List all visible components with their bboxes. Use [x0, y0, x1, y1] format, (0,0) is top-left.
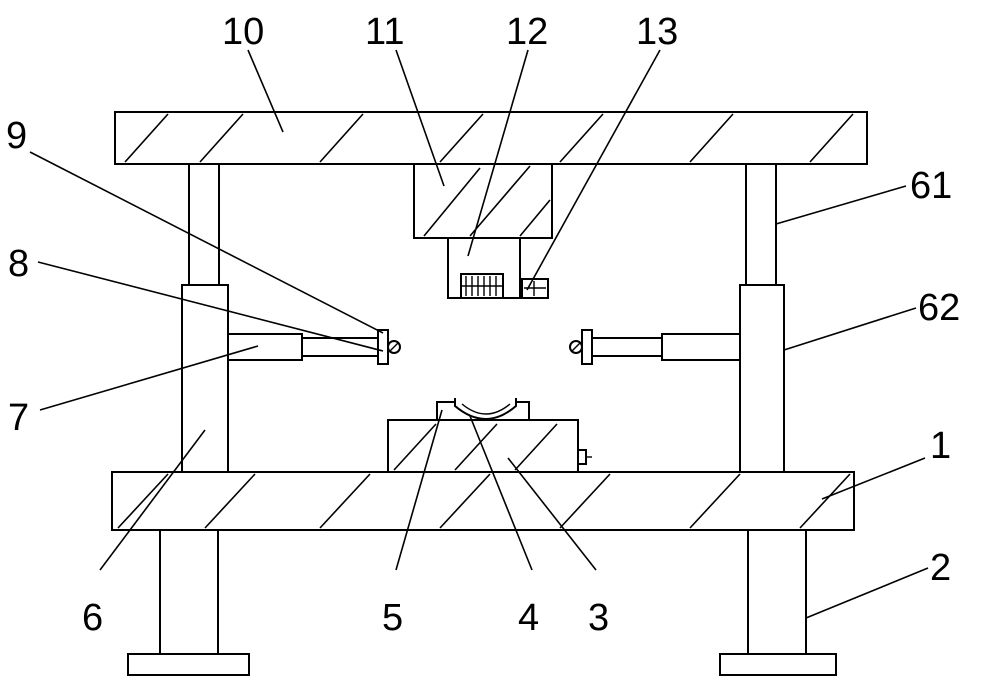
base-plate: [111, 471, 855, 531]
label-3: 3: [588, 597, 609, 639]
label-12: 12: [506, 11, 548, 53]
label-10: 10: [222, 11, 264, 53]
label-61: 61: [910, 165, 952, 207]
side-sensor: [521, 278, 549, 299]
left-sleeve: [181, 284, 229, 473]
label-4: 4: [518, 597, 539, 639]
punch-roller: [460, 273, 504, 299]
label-13: 13: [636, 11, 678, 53]
label-9: 9: [6, 115, 27, 157]
label-2: 2: [930, 547, 951, 589]
left-clamp-arm: [227, 329, 401, 365]
label-11: 11: [365, 11, 404, 53]
label-7: 7: [8, 397, 29, 439]
leader-lines: [29, 49, 929, 619]
right-leg: [747, 529, 807, 655]
top-plate: [114, 111, 868, 165]
right-clamp-arm: [569, 329, 741, 365]
label-5: 5: [382, 597, 403, 639]
workpiece-holder: [436, 398, 530, 421]
right-sleeve: [739, 284, 785, 473]
label-1: 1: [930, 425, 951, 467]
label-8: 8: [8, 243, 29, 285]
left-foot: [127, 653, 250, 676]
die-base: [387, 419, 592, 473]
left-upper-column: [188, 163, 220, 286]
upper-die-block: [413, 163, 553, 239]
label-62: 62: [918, 287, 960, 329]
right-foot: [719, 653, 837, 676]
label-6: 6: [82, 597, 103, 639]
part-labels: 10 11 12 13 9 8 7 61 62 1 2 6 5 4 3: [6, 11, 960, 639]
left-leg: [159, 529, 219, 655]
right-upper-column: [745, 163, 777, 286]
